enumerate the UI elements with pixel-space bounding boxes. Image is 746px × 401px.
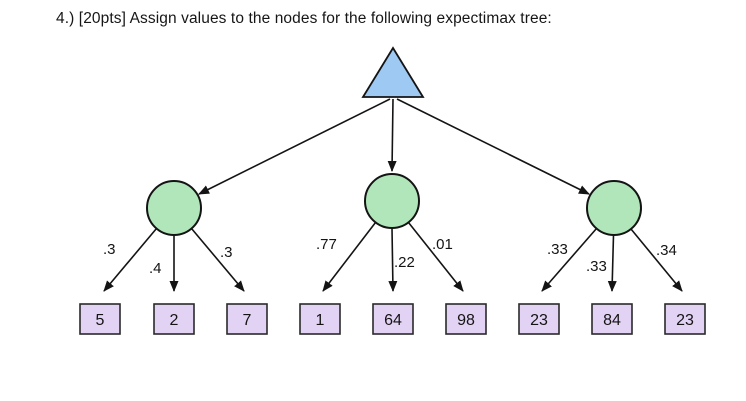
edge-chance3-leaf3 [630,228,683,292]
leaf-value-3-2: 84 [603,312,621,329]
chance-3-edges [541,227,683,292]
leaf-box-2-3 [445,303,487,335]
chance-node-3 [586,180,642,236]
chance-node-1 [146,180,202,236]
prob-label-3-2: .33 [586,258,607,275]
leaf-box-1-2 [153,303,195,335]
edge-chance3-leaf2 [607,234,617,292]
leaf-box-3-1 [518,303,560,335]
leaf-value-1-3: 7 [243,312,252,329]
leaf-box-3-3 [664,303,706,335]
prob-label-3-3: .34 [656,242,677,259]
max-node-triangle [361,46,425,98]
edge-chance2-leaf3 [407,222,464,292]
leaf-box-2-1 [299,303,341,335]
leaf-value-2-3: 98 [457,312,475,329]
leaf-value-3-1: 23 [530,312,548,329]
prob-label-2-1: .77 [316,236,337,253]
edge-root-to-chance-2 [387,98,397,172]
prob-label-1-2: .4 [149,260,162,277]
edge-chance2-leaf2 [388,227,398,292]
edge-root-to-chance-1 [198,98,391,195]
prob-label-1-3: .3 [220,244,233,261]
root-edges [198,98,590,195]
leaf-box-1-1 [79,303,121,335]
edge-chance2-leaf1 [322,222,377,292]
leaf-box-2-2 [372,303,414,335]
prob-label-2-3: .01 [432,236,453,253]
leaf-value-2-1: 1 [316,312,325,329]
edge-chance1-leaf3 [190,227,245,292]
leaf-value-3-3: 23 [676,312,694,329]
leaf-value-1-2: 2 [170,312,179,329]
leaf-box-3-2 [591,303,633,335]
leaf-box-1-3 [226,303,268,335]
question-title: 4.) [20pts] Assign values to the nodes f… [56,10,552,27]
chance-1-edges [103,227,245,292]
edge-root-to-chance-3 [396,98,590,195]
leaf-value-2-2: 64 [384,312,402,329]
chance-node-2 [364,173,420,229]
edge-chance3-leaf1 [541,227,598,292]
prob-label-1-1: .3 [103,241,116,258]
prob-label-3-1: .33 [547,241,568,258]
prob-label-2-2: .22 [394,254,415,271]
chance-2-edges [322,222,464,292]
edge-chance1-leaf1 [103,227,158,292]
leaf-value-1-1: 5 [96,312,105,329]
